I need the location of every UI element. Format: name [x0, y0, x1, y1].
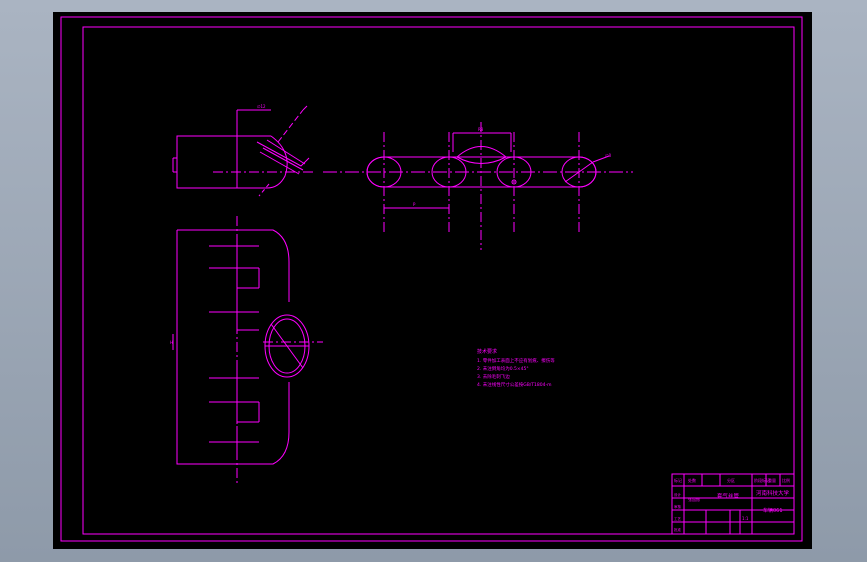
drawing-sheet: 技术要求 1. 零件加工表面上不应有划痕、擦伤等 2. 未注倒角均为0.5×45…: [53, 12, 812, 549]
tb-designer: 张国振: [688, 496, 700, 502]
tb-scale: 1:1: [742, 516, 749, 521]
tb-part-name: 套气丝管: [717, 492, 740, 500]
tb-header-1: 处数: [688, 477, 696, 483]
tb-school: 河南科技大学: [756, 489, 790, 497]
top-view-part: [172, 105, 313, 197]
notes-item-3: 3. 去除毛刺飞边: [477, 373, 510, 380]
inner-frame: [82, 26, 795, 535]
tb-process-label: 工艺: [674, 516, 682, 521]
title-block-text: 标记 处数 分区 阶段标记 重量 比例 套气丝管 河南科技大学 车辆061 设计…: [674, 477, 790, 532]
dim-chain-end: ∅8: [605, 153, 611, 158]
notes-item-2: 2. 未注倒角均为0.5×45°: [477, 365, 529, 372]
tb-designer-label: 设计: [674, 492, 682, 497]
outer-frame: [60, 16, 803, 542]
tb-approve-label: 批准: [674, 527, 682, 532]
dim-side-height: H: [170, 340, 173, 345]
side-view-part: [172, 216, 323, 484]
title-block: [671, 473, 795, 535]
tb-header-right-1: 重量: [768, 477, 776, 483]
cad-drawing: 技术要求 1. 零件加工表面上不应有划痕、擦伤等 2. 未注倒角均为0.5×45…: [60, 16, 803, 542]
dim-top-left: ∅12: [257, 104, 266, 109]
technical-notes: 技术要求 1. 零件加工表面上不应有划痕、擦伤等 2. 未注倒角均为0.5×45…: [477, 348, 555, 388]
tb-header-right-0: 阶段标记: [754, 477, 770, 483]
tb-header-0: 标记: [674, 477, 682, 483]
tb-header-right-2: 比例: [782, 477, 790, 483]
tb-header-2: 分区: [727, 477, 735, 483]
notes-item-4: 4. 未注线性尺寸公差按GB/T1804-m: [477, 381, 552, 388]
tb-drawing-no: 车辆061: [763, 507, 783, 514]
dim-chain-top: R8: [478, 127, 484, 132]
chain-view: [323, 122, 633, 250]
tb-review-label: 审核: [674, 504, 682, 509]
dim-chain-pitch: P: [413, 202, 416, 207]
notes-item-1: 1. 零件加工表面上不应有划痕、擦伤等: [477, 357, 555, 364]
notes-title: 技术要求: [477, 348, 497, 355]
